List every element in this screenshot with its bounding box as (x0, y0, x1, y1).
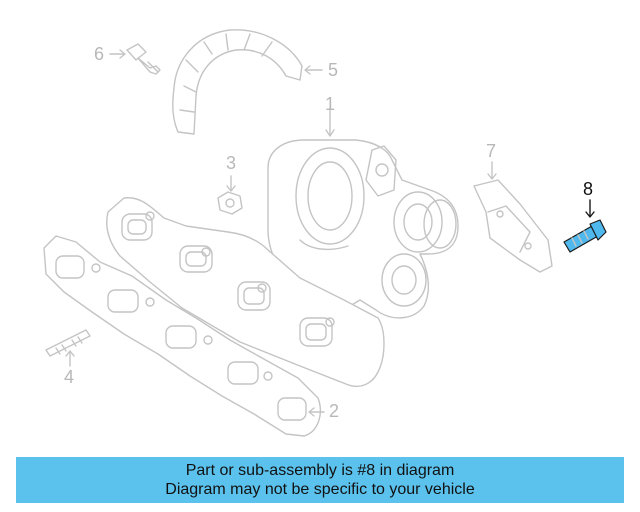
banner-line-2: Diagram may not be specific to your vehi… (165, 481, 475, 498)
info-banner: Part or sub-assembly is #8 in diagram Di… (16, 457, 624, 503)
part-7-bracket (473, 161, 553, 273)
callout-3[interactable]: 3 (226, 153, 237, 173)
callout-5[interactable]: 5 (328, 60, 339, 80)
callout-6[interactable]: 6 (94, 44, 105, 64)
part-5-heat-shield (172, 29, 323, 135)
parts-diagram (43, 29, 607, 437)
exhaust-manifold (106, 197, 385, 388)
part-2-gasket (43, 235, 325, 437)
callout-4[interactable]: 4 (64, 367, 75, 387)
callout-8[interactable]: 8 (583, 179, 594, 199)
callout-2[interactable]: 2 (329, 401, 340, 421)
part-4-stud (45, 329, 91, 367)
banner-line-1: Part or sub-assembly is #8 in diagram (185, 462, 455, 479)
callout-7[interactable]: 7 (486, 141, 497, 161)
part-3-nut (217, 175, 243, 215)
callout-1[interactable]: 1 (325, 94, 336, 114)
part-8-bolt[interactable] (563, 199, 607, 253)
part-6-bolt (109, 43, 161, 75)
